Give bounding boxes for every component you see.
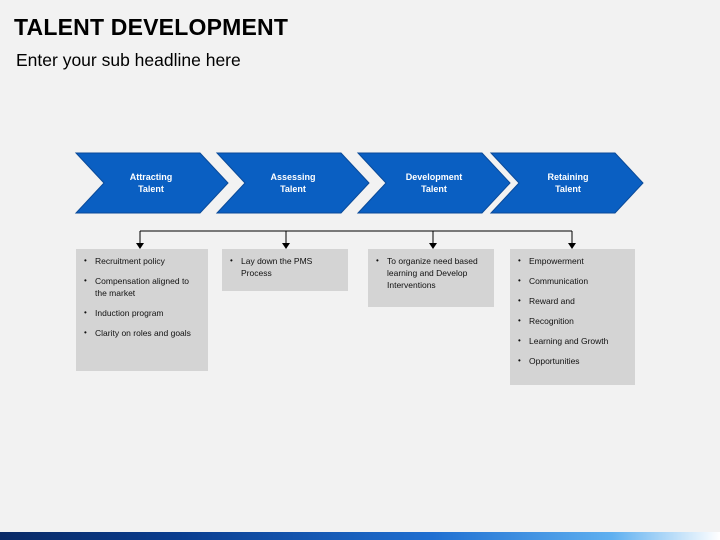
details-list: Empowerment Communication Reward and Rec… [518, 255, 627, 367]
details-box-development: To organize need based learning and Deve… [368, 249, 494, 307]
list-item: Learning and Growth [518, 335, 627, 347]
chevron-label-development: Development Talent [384, 171, 484, 195]
page-subtitle: Enter your sub headline here [16, 50, 241, 70]
list-item: Induction program [84, 307, 200, 319]
chevron-label-retaining: Retaining Talent [518, 171, 618, 195]
details-box-retaining: Empowerment Communication Reward and Rec… [510, 249, 635, 385]
chevron-label-line1: Development [405, 172, 463, 182]
arrowhead-3 [429, 243, 437, 249]
details-box-attracting: Recruitment policy Compensation aligned … [76, 249, 208, 371]
list-item: Lay down the PMS Process [230, 255, 340, 279]
chevron-retaining-talent[interactable] [489, 152, 644, 214]
list-item: Clarity on roles and goals [84, 327, 200, 339]
chevron-attracting-talent[interactable] [74, 152, 229, 214]
chevron-label-line1: Retaining [547, 172, 589, 182]
list-item: Recognition [518, 315, 627, 327]
chevron-development-talent[interactable] [356, 152, 511, 214]
chevron-label-attracting: Attracting Talent [101, 171, 201, 195]
list-item: Recruitment policy [84, 255, 200, 267]
list-item: Reward and [518, 295, 627, 307]
list-item: Communication [518, 275, 627, 287]
chevron-label-assessing: Assessing Talent [243, 171, 343, 195]
arrowhead-4 [568, 243, 576, 249]
details-list: To organize need based learning and Deve… [376, 255, 486, 291]
list-item: To organize need based learning and Deve… [376, 255, 486, 291]
chevron-label-line2: Talent [421, 184, 447, 194]
chevron-label-line2: Talent [555, 184, 581, 194]
list-item: Empowerment [518, 255, 627, 267]
page-title: TALENT DEVELOPMENT [14, 14, 289, 40]
details-list: Lay down the PMS Process [230, 255, 340, 279]
chevron-label-line1: Attracting [129, 172, 173, 182]
list-item: Opportunities [518, 355, 627, 367]
details-list: Recruitment policy Compensation aligned … [84, 255, 200, 339]
chevron-label-line1: Assessing [270, 172, 316, 182]
list-item: Compensation aligned to the market [84, 275, 200, 299]
chevron-label-line2: Talent [138, 184, 164, 194]
arrowhead-2 [282, 243, 290, 249]
arrowhead-1 [136, 243, 144, 249]
details-box-assessing: Lay down the PMS Process [222, 249, 348, 291]
footer-gradient-bar [0, 532, 720, 540]
chevron-assessing-talent[interactable] [215, 152, 370, 214]
chevron-label-line2: Talent [280, 184, 306, 194]
